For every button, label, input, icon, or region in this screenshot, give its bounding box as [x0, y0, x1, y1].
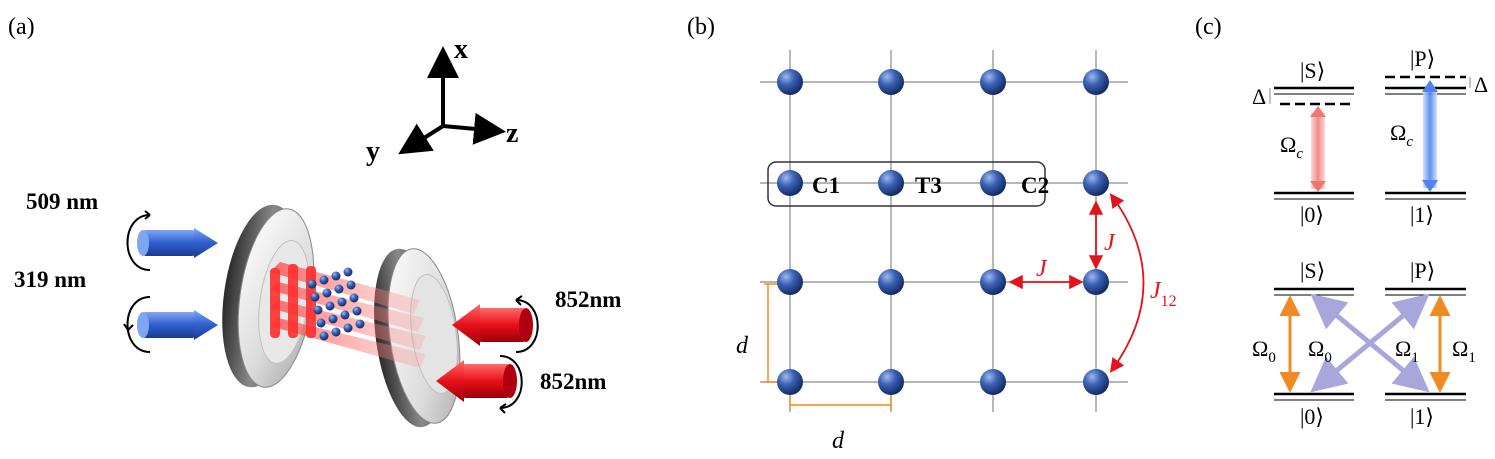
trapped-atom [331, 271, 341, 281]
coupling-arrows [1008, 193, 1145, 373]
trapped-atom [319, 275, 329, 285]
bottom-omega0-left: Ω0 [1252, 336, 1276, 366]
bottom-right-state-p: |P⟩ [1410, 258, 1435, 283]
trapped-atom [349, 293, 359, 303]
lattice-atom [777, 369, 803, 395]
lattice-atom [980, 369, 1006, 395]
top-delta-left: Δ [1252, 84, 1266, 109]
beam-319-label: 319 nm [14, 267, 86, 292]
lattice-atom [878, 170, 904, 196]
coupling-j12-label: J12 [1150, 278, 1177, 310]
bottom-left-state-0: |0⟩ [1300, 404, 1324, 429]
lattice-atom [878, 69, 904, 95]
blue-beam-509 [126, 210, 218, 271]
trapped-atom [346, 280, 356, 290]
red-beam-852-bottom [436, 355, 523, 414]
panel-c: (c) |S⟩ |P⟩ |0⟩ | [1195, 14, 1488, 429]
panel-b: (b) d d C1 T3 C2 [687, 14, 1177, 454]
top-right-state-1: |1⟩ [1410, 202, 1434, 227]
coupling-j-vertical-label: J [1104, 230, 1116, 256]
trapped-atom [343, 323, 353, 333]
trapped-atom [322, 288, 332, 298]
panel-a: (a) x z y [8, 14, 621, 428]
omega1-cross-arrow [1310, 293, 1430, 393]
atom-cluster [307, 267, 365, 341]
lattice-atom [878, 369, 904, 395]
lattice-atom [1083, 269, 1109, 295]
panel-a-label: (a) [8, 14, 35, 40]
trapped-atom [313, 305, 323, 315]
qubit-t3-label: T3 [915, 173, 942, 198]
panel-c-label: (c) [1195, 14, 1222, 40]
lattice-atom [878, 269, 904, 295]
trapped-atom [316, 318, 326, 328]
trapped-atom [352, 306, 362, 316]
blue-beam-319 [123, 296, 218, 353]
trapped-atom [331, 327, 341, 337]
bottom-omega1-cross: Ω1 [1395, 336, 1419, 366]
trapped-atom [310, 292, 320, 302]
x-axis-label: x [454, 34, 468, 65]
bottom-right-state-1: |1⟩ [1410, 404, 1434, 429]
lattice-atom [1083, 69, 1109, 95]
level-scheme-bottom: |S⟩ |P⟩ |0⟩ |1⟩ Ω0 Ω0 Ω1 Ω1 [1252, 258, 1476, 429]
top-right-state-p: |P⟩ [1410, 46, 1435, 71]
coordinate-axes: x z y [366, 34, 518, 167]
trapped-atom [355, 319, 365, 329]
spacing-d-horizontal: d [832, 428, 845, 454]
trapped-atom [343, 267, 353, 277]
top-omega-right: Ωc [1390, 120, 1413, 150]
lattice-atoms [777, 69, 1109, 395]
bottom-omega1-right: Ω1 [1452, 336, 1476, 366]
trapped-atom [334, 284, 344, 294]
coupling-j12-arc [1109, 193, 1145, 373]
beam-852-top-label: 852nm [555, 287, 621, 312]
beam-509-label: 509 nm [26, 189, 98, 214]
z-axis-label: z [506, 118, 518, 149]
lattice-atom [777, 170, 803, 196]
trapped-atom [325, 301, 335, 311]
lattice-grid [760, 50, 1128, 412]
trapped-atom [307, 279, 317, 289]
lattice-atom [777, 269, 803, 295]
lattice-atom [980, 170, 1006, 196]
beam-852-bottom-label: 852nm [540, 369, 606, 394]
lattice-atom [1083, 369, 1109, 395]
top-left-state-0: |0⟩ [1300, 202, 1324, 227]
top-delta-right: Δ [1474, 72, 1488, 97]
trapped-atom [340, 310, 350, 320]
bottom-left-state-s: |S⟩ [1300, 258, 1325, 283]
trapped-atom [328, 314, 338, 324]
top-omega-left: Ωc [1280, 132, 1303, 162]
bottom-omega0-cross: Ω0 [1308, 336, 1332, 366]
spacing-markers [764, 283, 892, 410]
lattice-atom [980, 69, 1006, 95]
spacing-d-vertical: d [736, 333, 749, 359]
lattice-atom [1083, 170, 1109, 196]
gate-qubits-box [767, 161, 1046, 207]
red-beam-852-top [452, 295, 539, 353]
coupling-j-horizontal-label: J [1036, 256, 1048, 282]
trapped-atom [319, 331, 329, 341]
lattice-atom [777, 69, 803, 95]
qubit-c1-label: C1 [812, 173, 840, 198]
top-left-state-s: |S⟩ [1300, 58, 1325, 83]
trapped-atom [337, 297, 347, 307]
panel-b-label: (b) [687, 14, 715, 40]
qubit-c2-label: C2 [1021, 173, 1049, 198]
level-scheme-top: |S⟩ |P⟩ |0⟩ |1⟩ Δ Δ Ωc Ωc [1252, 46, 1488, 227]
z-axis-arrow [442, 112, 506, 145]
y-axis-label: y [366, 136, 380, 167]
y-axis-arrow [398, 123, 445, 155]
lattice-atom [980, 269, 1006, 295]
